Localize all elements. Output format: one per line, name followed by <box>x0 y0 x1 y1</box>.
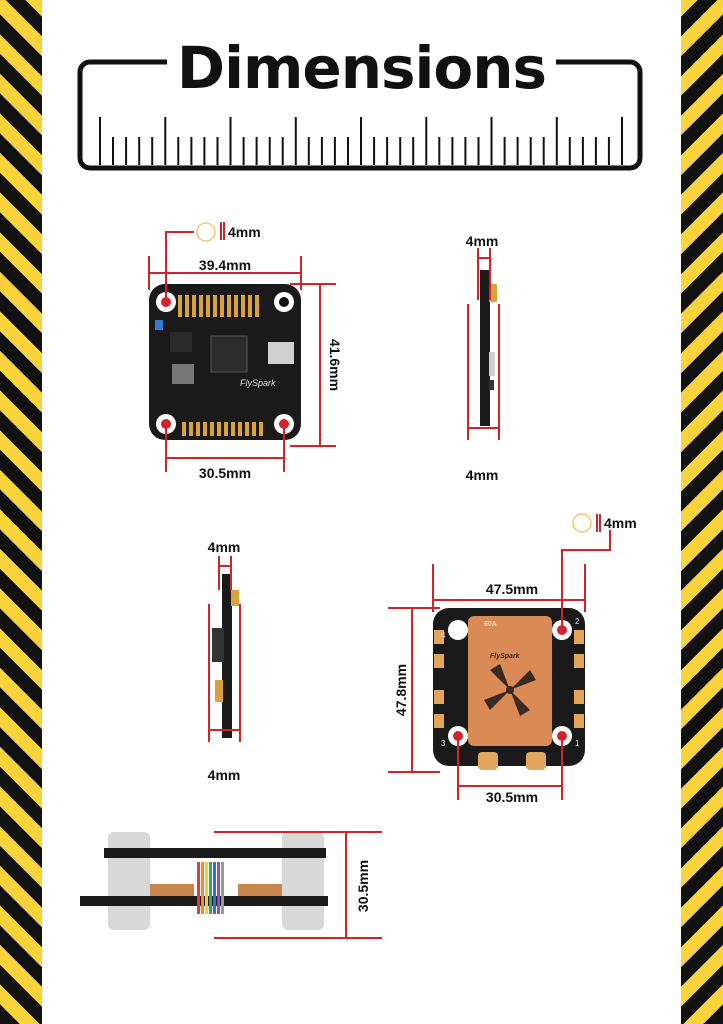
esc-side-dims <box>208 556 241 742</box>
stack-standoff-left <box>108 832 150 930</box>
fc-width-label: 39.4mm <box>199 257 251 273</box>
fc-top-view: FlySpark 4mm 39.4mm 41.6mm 30.5mm <box>148 222 343 481</box>
esc-width-label: 47.5mm <box>486 581 538 597</box>
fc-top-pads <box>178 295 259 317</box>
fc-hole-icon <box>196 222 216 242</box>
fc-inductor <box>172 364 194 384</box>
stack-side-view: 30.5mm <box>80 831 382 939</box>
page-title: Dimensions <box>0 33 723 103</box>
esc-hole-callout: 4mm <box>604 515 637 531</box>
fc-height-label: 41.6mm <box>327 339 343 391</box>
esc-side-top-label: 4mm <box>208 539 241 555</box>
hazard-stripe-right <box>681 0 723 1024</box>
fc-side-view: 4mm 4mm <box>466 233 500 483</box>
fc-brand: FlySpark <box>240 378 276 388</box>
esc-rating: 60A <box>484 621 497 628</box>
esc-copper-plate <box>468 616 552 746</box>
esc-side-pads <box>434 630 584 770</box>
svg-text:1: 1 <box>575 739 580 748</box>
esc-height-label: 47.8mm <box>393 664 409 716</box>
fc-hole-callout: 4mm <box>228 224 261 240</box>
esc-pad-numbers: 4 2 3 1 <box>441 617 580 748</box>
esc-brand: FlySpark <box>490 653 521 660</box>
fc-side-top-label: 4mm <box>466 233 499 249</box>
fc-ic <box>170 332 192 352</box>
fc-dimension-lines <box>148 222 336 472</box>
fc-usb-port <box>268 342 294 364</box>
esc-dimension-lines <box>388 514 611 800</box>
esc-fan-logo <box>484 664 536 716</box>
ruler-ticks <box>99 117 623 165</box>
svg-text:4: 4 <box>441 631 446 640</box>
svg-text:2: 2 <box>575 617 580 626</box>
esc-side-bottom-label: 4mm <box>208 767 241 783</box>
fc-mcu-chip <box>210 335 248 373</box>
esc-hole-icon <box>572 513 592 533</box>
fc-side-dims <box>467 248 500 440</box>
stack-top-board <box>104 848 326 858</box>
svg-text:3: 3 <box>441 739 446 748</box>
hazard-stripe-left <box>0 0 42 1024</box>
stack-standoff-right <box>282 832 324 930</box>
fc-hole-spacing-label: 30.5mm <box>199 465 251 481</box>
stack-height-label: 30.5mm <box>355 860 371 912</box>
stack-ribbon-cable <box>197 862 224 914</box>
esc-top-view: 60A FlySpark 4 2 3 1 4mm 47.5mm 47.8mm 3… <box>388 513 637 805</box>
fc-led <box>155 320 163 330</box>
esc-hole-spacing-label: 30.5mm <box>486 789 538 805</box>
fc-side-bottom-label: 4mm <box>466 467 499 483</box>
stack-dimension-lines <box>214 831 382 939</box>
esc-side-view: 4mm 4mm <box>208 539 241 783</box>
fc-bottom-pads <box>182 422 263 436</box>
